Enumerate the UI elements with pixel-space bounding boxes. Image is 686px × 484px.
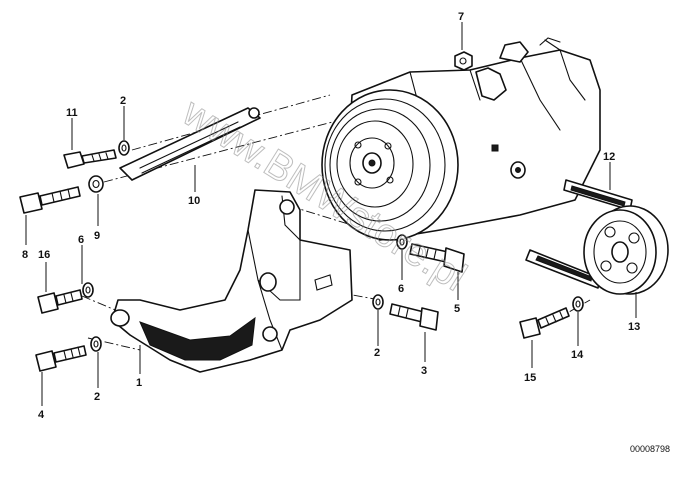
bolt-11 [63, 149, 117, 169]
callout-15: 15 [524, 372, 536, 384]
bolt-8 [19, 186, 81, 214]
adjusting-strap-10 [119, 107, 261, 181]
callout-4: 4 [38, 409, 45, 421]
bolt-4 [35, 345, 87, 372]
washer-6-left [82, 282, 94, 298]
callout-2: 2 [374, 347, 380, 359]
callout-9: 9 [94, 230, 100, 242]
bolt-5 [409, 243, 465, 273]
callout-5: 5 [454, 303, 460, 315]
callout-12: 12 [603, 151, 615, 163]
callout-6: 6 [78, 234, 84, 246]
washer-2-top [118, 140, 130, 156]
callout-2: 2 [120, 95, 126, 107]
callout-10: 10 [188, 195, 200, 207]
bolt-15 [519, 307, 570, 339]
bracket-1 [110, 189, 353, 373]
leader-lines [25, 22, 637, 406]
bolt-16 [37, 289, 83, 314]
ac-compressor [321, 37, 601, 241]
washer-2-bottom-left [90, 336, 102, 352]
washer-2-bottom-right [372, 294, 384, 310]
callout-14: 14 [571, 349, 584, 361]
nut-7 [454, 51, 473, 71]
pulley-13 [583, 205, 669, 295]
callout-1: 1 [136, 377, 142, 389]
callout-2: 2 [94, 391, 100, 403]
reference-number: 00008798 [630, 444, 670, 454]
callout-13: 13 [628, 321, 640, 333]
callout-16: 16 [38, 249, 50, 261]
callout-3: 3 [421, 365, 427, 377]
bolt-3 [389, 303, 439, 331]
washer-14 [572, 296, 584, 312]
callout-8: 8 [22, 249, 28, 261]
washer-9 [88, 175, 104, 193]
callout-11: 11 [66, 107, 78, 119]
washer-6-right [396, 234, 408, 250]
callout-labels: 11 2 10 7 12 8 9 16 6 6 5 2 3 13 14 15 1… [22, 11, 640, 421]
callout-7: 7 [458, 11, 464, 23]
callout-6: 6 [398, 283, 404, 295]
